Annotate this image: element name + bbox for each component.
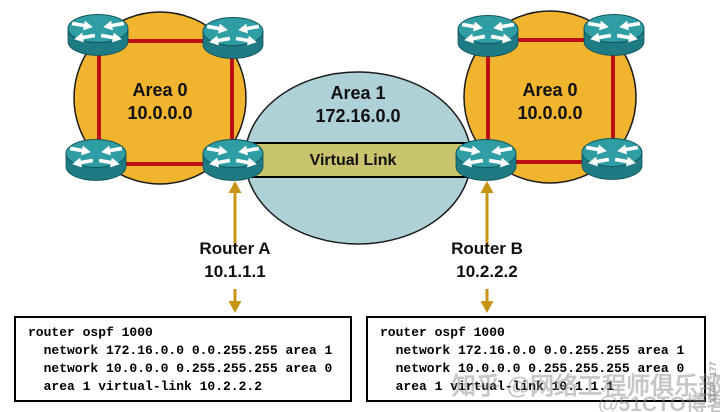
area0-left-circle: [73, 11, 247, 185]
area0-right-name: Area 0: [522, 80, 578, 100]
router-icon: [457, 15, 519, 57]
area1-network: 172.16.0.0: [315, 106, 401, 126]
router-b-name: Router B: [451, 239, 523, 258]
area0-left-name: Area 0: [132, 80, 188, 100]
router-b-up-arrow-icon: [480, 181, 494, 247]
router-a-up-arrow-icon: [228, 181, 242, 247]
config-line: network 172.16.0.0 0.0.255.255 area 1: [28, 343, 333, 358]
router-a-config-box: router ospf 1000 network 172.16.0.0 0.0.…: [14, 316, 352, 402]
area1-name: Area 1: [330, 83, 386, 103]
router-icon: [65, 139, 127, 181]
router-b-id: 10.2.2.2: [456, 262, 518, 281]
router-icon: [67, 14, 129, 56]
config-line: router ospf 1000: [28, 325, 153, 340]
router-a-down-arrow-icon: [228, 289, 242, 313]
area0-right-circle: [463, 10, 637, 184]
config-line: network 172.16.0.0 0.0.255.255 area 1: [380, 343, 685, 358]
config-line: area 1 virtual-link 10.2.2.2: [28, 379, 263, 394]
config-line: network 10.0.0.0 0.255.255.255 area 0: [380, 361, 685, 376]
area0-left-network: 10.0.0.0: [127, 103, 193, 123]
virtual-link-label: Virtual Link: [309, 152, 397, 169]
config-line: router ospf 1000: [380, 325, 505, 340]
router-icon: [202, 17, 264, 59]
router-a-icon: [202, 139, 264, 181]
config-line: network 10.0.0.0 0.255.255.255 area 0: [28, 361, 333, 376]
router-b-down-arrow-icon: [480, 289, 494, 313]
router-b-config-box: router ospf 1000 network 172.16.0.0 0.0.…: [366, 316, 706, 402]
router-icon: [581, 138, 643, 180]
router-a-id: 10.1.1.1: [204, 262, 266, 281]
config-line: area 1 virtual-link 10.1.1.1: [380, 379, 615, 394]
router-icon: [583, 14, 645, 56]
router-b-icon: [455, 139, 517, 181]
router-a-name: Router A: [199, 239, 271, 258]
area0-right-network: 10.0.0.0: [517, 103, 583, 123]
